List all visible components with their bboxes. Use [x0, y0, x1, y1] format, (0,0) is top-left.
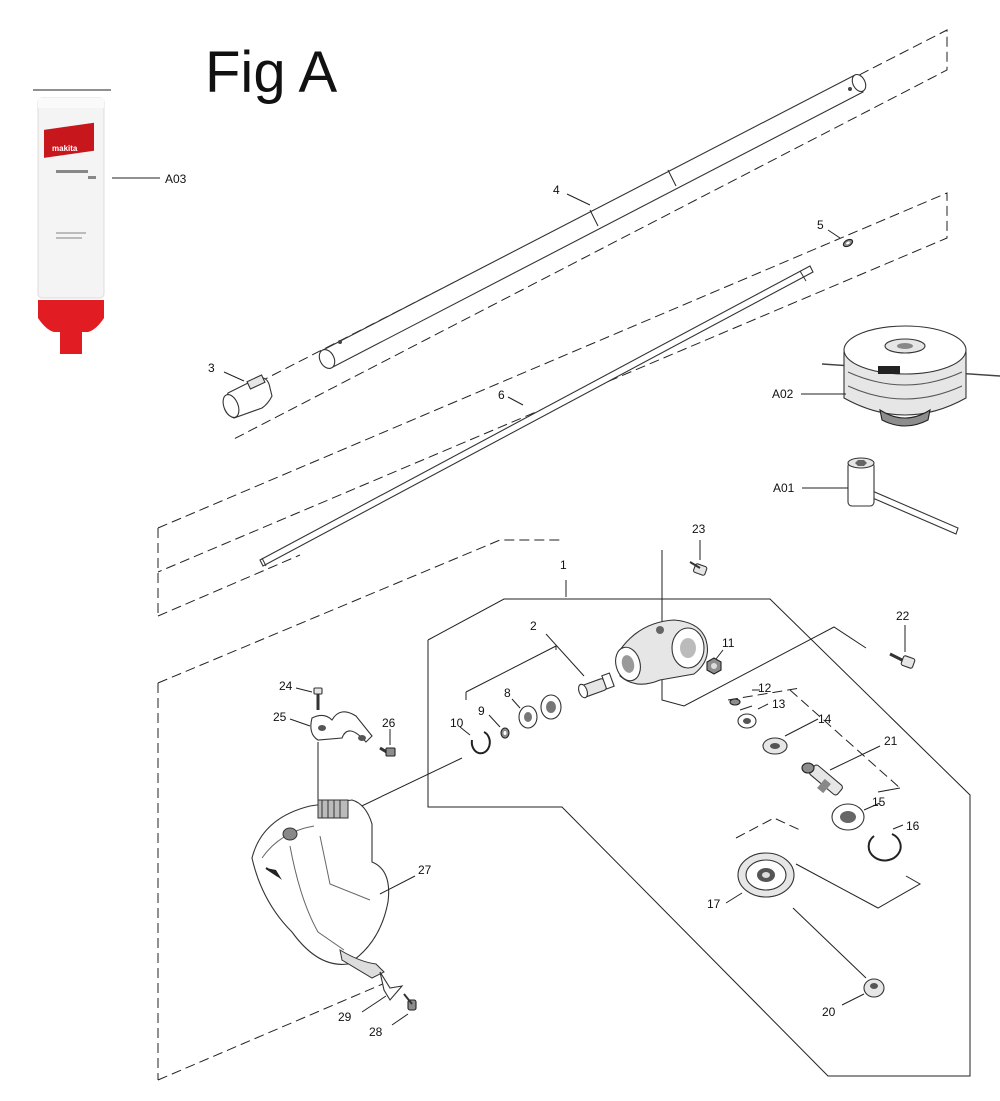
part-2-pinion-shaft	[577, 672, 615, 699]
label-part-28: 28	[369, 1025, 383, 1039]
label-part-13: 13	[772, 697, 786, 711]
dashed-box-upper	[231, 29, 948, 441]
label-part-3: 3	[208, 361, 215, 375]
label-part-16: 16	[906, 819, 920, 833]
part-6-drive-shaft	[259, 265, 814, 567]
part-15-bearing	[831, 803, 865, 831]
label-part-17: 17	[707, 897, 721, 911]
part-27-guard	[251, 799, 390, 979]
part-26-screw	[379, 746, 396, 757]
label-part-9: 9	[478, 704, 485, 718]
part-28-screw	[403, 993, 417, 1011]
label-part-21: 21	[884, 734, 898, 748]
dashed-box-middle	[157, 192, 948, 573]
label-part-2: 2	[530, 619, 537, 633]
label-part-22: 22	[896, 609, 910, 623]
part-20-nut	[863, 978, 885, 998]
part-22-bolt	[889, 652, 916, 669]
part-12-ring	[729, 698, 741, 706]
label-part-20: 20	[822, 1005, 836, 1019]
trimmer-head-a02	[821, 325, 1000, 427]
label-part-8: 8	[504, 686, 511, 700]
label-part-15: 15	[872, 795, 886, 809]
label-part-6: 6	[498, 388, 505, 402]
part-25-clamp	[310, 711, 373, 743]
part-16-circlip	[867, 833, 902, 862]
part-24-bolt	[313, 687, 323, 710]
part-29-cutter	[379, 971, 404, 1001]
label-part-23: 23	[692, 522, 706, 536]
part-4-drive-tube	[318, 73, 867, 370]
part-3-shaft-end	[222, 374, 273, 419]
part-23-bolt	[689, 561, 708, 576]
label-part-25: 25	[273, 710, 287, 724]
part-5-ring	[842, 238, 854, 248]
part-8-bearing	[518, 694, 562, 729]
label-part-26: 26	[382, 716, 396, 730]
part-17-receiver-plate	[737, 852, 795, 898]
part-13-washer	[737, 713, 757, 729]
part-21-output-shaft	[801, 762, 843, 796]
label-part-5: 5	[817, 218, 824, 232]
label-a02: A02	[772, 387, 794, 401]
label-part-11: 11	[722, 636, 735, 650]
label-part-14: 14	[818, 712, 832, 726]
gear-head-assembly-outline	[427, 598, 971, 1077]
svg-text:makita: makita	[52, 144, 78, 153]
part-9-washer	[500, 727, 510, 739]
box-spanner-a01	[847, 457, 959, 535]
figure-title: Fig A	[205, 40, 337, 105]
label-part-10: 10	[450, 716, 464, 730]
label-part-24: 24	[279, 679, 293, 693]
part-14-washer	[762, 737, 788, 755]
label-part-12: 12	[758, 681, 772, 695]
part-10-circlip	[470, 731, 491, 755]
dashed-box-lower-guard	[157, 539, 560, 684]
label-part-4: 4	[553, 183, 560, 197]
label-a01: A01	[773, 481, 795, 495]
label-a03: A03	[165, 172, 187, 186]
label-part-27: 27	[418, 863, 432, 877]
label-part-1: 1	[560, 558, 567, 572]
grease-tube-a03: makita	[33, 89, 111, 354]
gear-housing	[615, 619, 709, 685]
label-part-29: 29	[338, 1010, 352, 1024]
part-11-nut	[706, 657, 722, 675]
